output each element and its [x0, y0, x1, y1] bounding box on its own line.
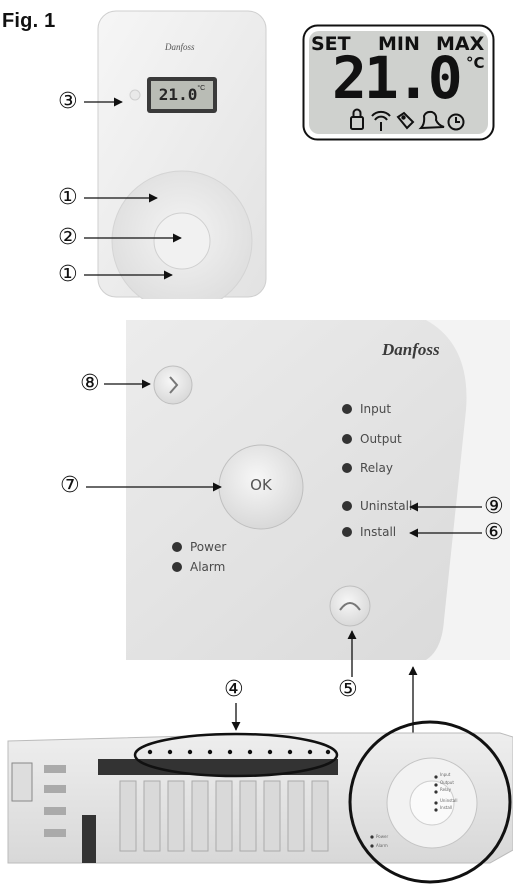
led-label-alarm: Alarm	[190, 560, 226, 574]
inset-led-output: Output	[440, 779, 454, 785]
clock-icon	[447, 113, 465, 131]
callout-4: ④	[224, 677, 244, 702]
callout-7: ⑦	[60, 473, 80, 498]
inset-led-alarm: Alarm	[376, 843, 388, 848]
base-unit	[0, 725, 513, 885]
controller-panel: Danfoss OK Input Output Relay Uninstall …	[126, 320, 510, 660]
tag-icon	[396, 111, 415, 130]
inset-led-input: Input	[440, 772, 451, 777]
thermostat-leader-lines	[84, 97, 182, 280]
channel-leds-ellipse	[133, 732, 339, 778]
thermostat-illustration	[97, 10, 267, 312]
callout-5: ⑤	[338, 677, 358, 702]
led-label-install: Install	[360, 525, 397, 539]
led-label-output: Output	[360, 432, 402, 446]
bell-icon	[418, 110, 445, 130]
callout-3: ③	[58, 89, 78, 114]
lcd-reading: 21.0	[332, 44, 463, 112]
thermostat-display-reading: 21.0	[158, 85, 198, 104]
led-label-power: Power	[190, 540, 227, 554]
inset-led-power: Power	[376, 834, 389, 839]
lcd-label-set: SET	[311, 33, 351, 55]
thermostat-display: 21.0°C	[155, 85, 209, 107]
callout-1-bottom: ①	[58, 262, 78, 287]
room-thermostat: Danfoss 21.0°C	[96, 9, 268, 312]
led-label-uninstall: Uninstall	[360, 499, 413, 513]
callout-8: ⑧	[80, 371, 100, 396]
inset-led-labels: Input Output Relay Uninstall Install	[440, 771, 457, 812]
controller-brand-logo: Danfoss	[382, 340, 440, 359]
inset-led-uninstall: Uninstall	[440, 797, 458, 803]
lcd-legend: SET MIN MAX 21.0 °C	[302, 24, 495, 141]
ok-button-label: OK	[250, 476, 272, 494]
lcd-label-min: MIN	[378, 33, 420, 55]
lock-icon	[350, 108, 364, 130]
signal-antenna-icon	[371, 110, 391, 131]
figure-title: Fig. 1	[2, 10, 56, 32]
callout-1-top: ①	[58, 185, 78, 210]
thermostat-brand-logo: Danfoss	[165, 42, 195, 52]
inset-highlight-circle	[348, 720, 512, 884]
thermostat-display-unit: °C	[197, 85, 206, 92]
callout-6: ⑥	[484, 520, 504, 545]
inset-bottom-led-labels: Power Alarm	[376, 832, 388, 850]
inset-led-relay: Relay	[440, 787, 451, 792]
led-label-input: Input	[360, 402, 392, 416]
lcd-unit: °C	[466, 54, 485, 72]
callout-9: ⑨	[484, 494, 504, 519]
callout-2: ②	[58, 225, 78, 250]
led-label-relay: Relay	[360, 461, 393, 475]
lcd-label-max: MAX	[436, 33, 485, 55]
ok-button[interactable]: OK	[219, 445, 303, 529]
inset-led-install: Install	[440, 805, 453, 810]
